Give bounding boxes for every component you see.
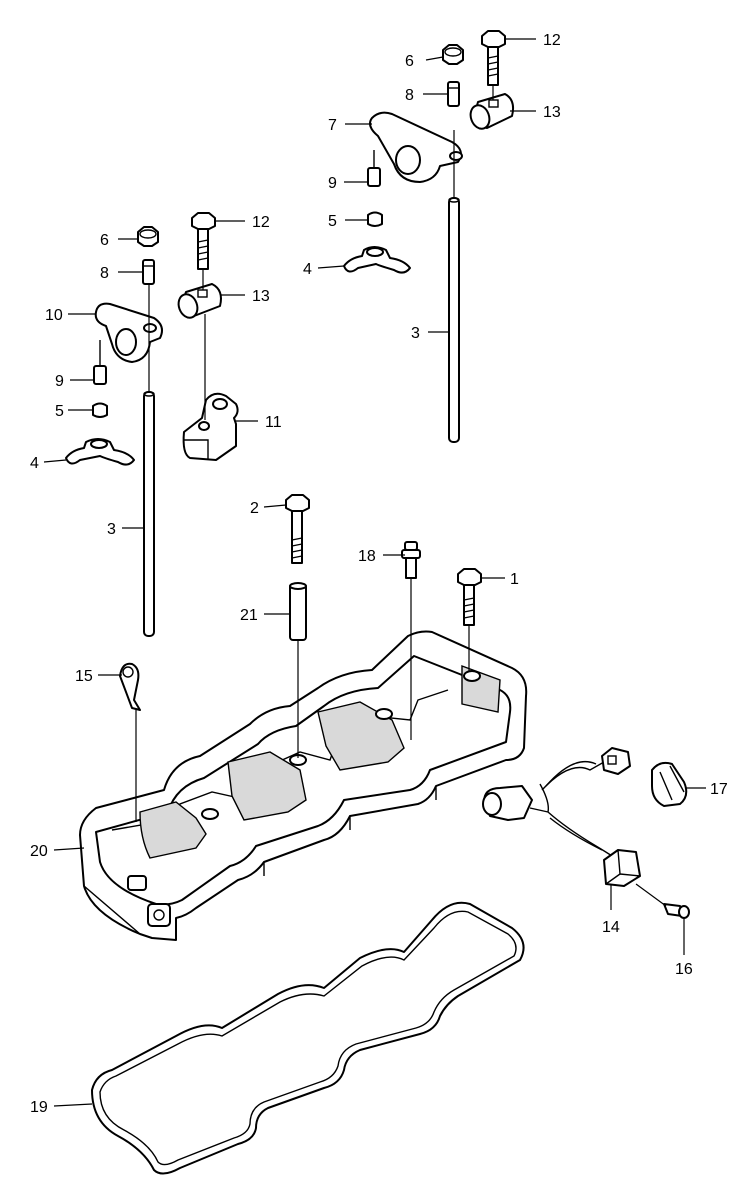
rocker-arm-10[interactable] — [94, 302, 163, 363]
adjust-screw-9-left[interactable] — [93, 340, 107, 385]
callout-13-right: 13 — [543, 104, 561, 121]
callout-5-right: 5 — [328, 213, 337, 230]
screw-16[interactable] — [663, 903, 690, 919]
callout-6-right: 6 — [405, 53, 414, 70]
gasket-19[interactable] — [91, 901, 525, 1175]
clip-17[interactable] — [651, 761, 688, 807]
sleeve-21[interactable] — [289, 582, 307, 641]
rocker-arm-7[interactable] — [369, 111, 463, 183]
pin-8-left[interactable] — [142, 259, 155, 285]
callout-12-right: 12 — [543, 32, 561, 49]
dipstick-15[interactable] — [119, 662, 141, 711]
adjust-screw-9-right[interactable] — [367, 150, 381, 187]
bridge-4-right[interactable] — [343, 246, 411, 274]
callout-4-left: 4 — [30, 455, 39, 472]
callout-9-right: 9 — [328, 175, 337, 192]
callout-7: 7 — [328, 117, 337, 134]
bolt-2[interactable] — [285, 494, 310, 564]
callout-3-left: 3 — [107, 521, 116, 538]
bolt-12-left[interactable] — [191, 212, 216, 270]
leader-lines — [43, 38, 706, 1107]
stud-18[interactable] — [401, 541, 421, 579]
callout-18: 18 — [358, 548, 376, 565]
callout-19: 19 — [30, 1099, 48, 1116]
callout-16: 16 — [675, 961, 693, 978]
callout-labels: 12 6 8 13 7 9 5 4 3 12 6 8 13 10 9 5 11 … — [30, 32, 728, 1116]
callout-11: 11 — [265, 414, 282, 431]
bolt-12-right[interactable] — [481, 30, 506, 86]
callout-1: 1 — [510, 571, 519, 588]
callout-20: 20 — [30, 843, 48, 860]
rocker-shaft-11[interactable] — [182, 392, 239, 461]
bolt-1[interactable] — [457, 568, 482, 626]
cap-5-left[interactable] — [92, 402, 108, 418]
nut-6-right[interactable] — [442, 44, 464, 65]
pushrod-3-left[interactable] — [143, 391, 155, 637]
pushrod-3-right[interactable] — [448, 197, 460, 443]
cap-5-right[interactable] — [367, 211, 383, 227]
pin-8-right[interactable] — [447, 81, 460, 107]
adjuster-13-left[interactable] — [175, 283, 222, 320]
callout-2: 2 — [250, 500, 259, 517]
nut-6-left[interactable] — [137, 226, 159, 247]
callout-5-left: 5 — [55, 403, 64, 420]
callout-15: 15 — [75, 668, 93, 685]
callout-14: 14 — [602, 919, 620, 936]
callout-4-right: 4 — [303, 261, 312, 278]
callout-9-left: 9 — [55, 373, 64, 390]
callout-13-left: 13 — [252, 288, 270, 305]
bridge-4-left[interactable] — [65, 438, 135, 466]
adjuster-13-right[interactable] — [467, 93, 515, 131]
callout-17: 17 — [710, 781, 728, 798]
callout-3-right: 3 — [411, 325, 420, 342]
callout-8-left: 8 — [100, 265, 109, 282]
callout-21: 21 — [240, 607, 258, 624]
callout-6-left: 6 — [100, 232, 109, 249]
callout-12-left: 12 — [252, 214, 270, 231]
wiring-harness-14[interactable] — [482, 747, 641, 887]
callout-10: 10 — [45, 307, 63, 324]
valve-cover-20[interactable] — [79, 630, 528, 941]
callout-8-right: 8 — [405, 87, 414, 104]
